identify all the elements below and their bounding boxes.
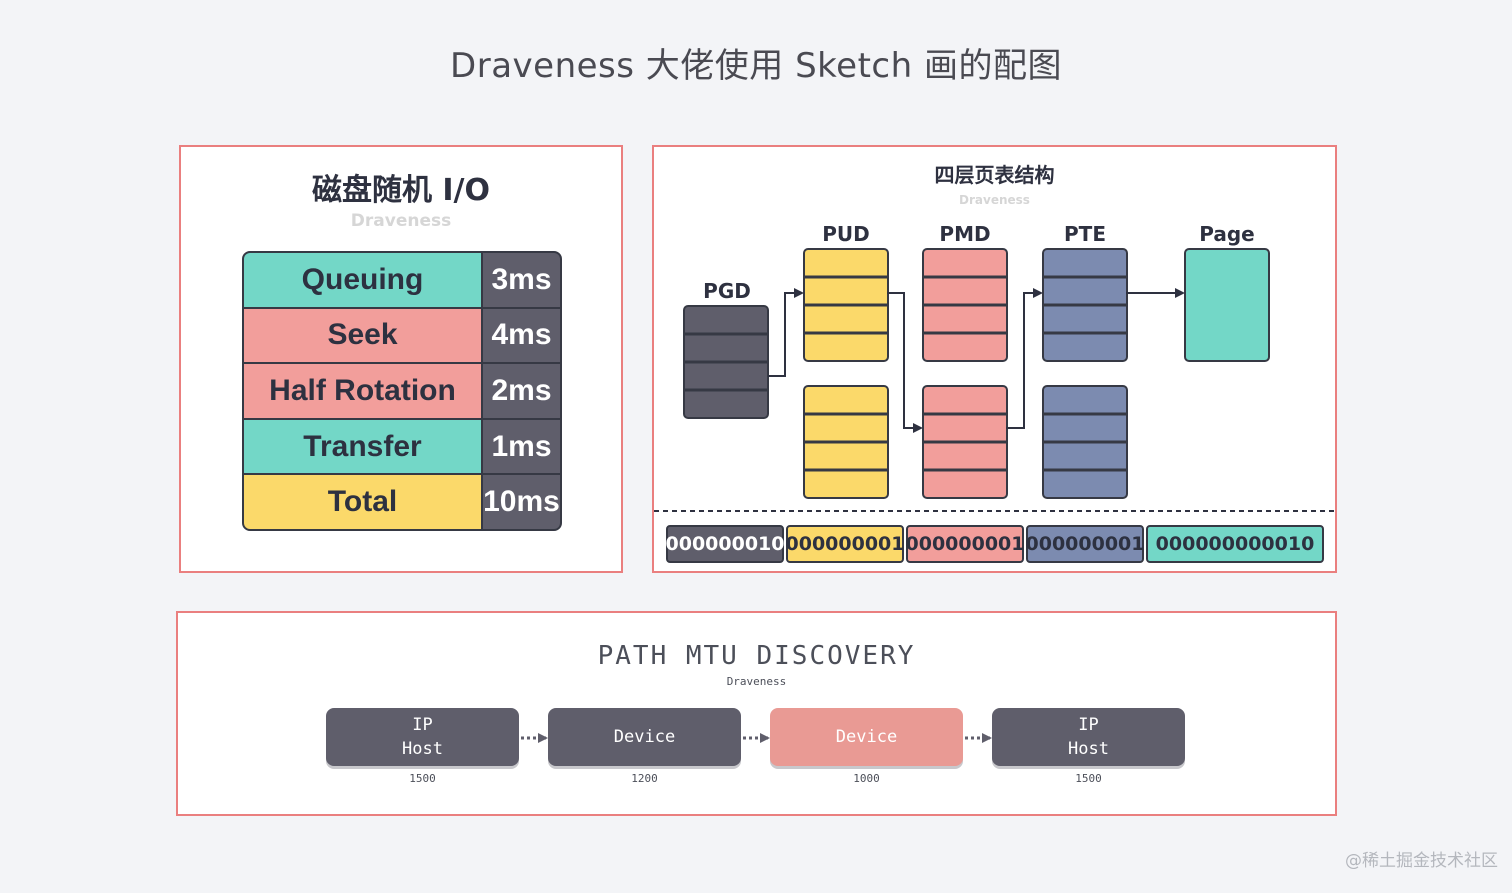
page-offset-bits: 000000000010 <box>1146 525 1324 563</box>
pgd-index-bits: 000000010 <box>666 525 785 563</box>
disk-io-subtitle: Draveness <box>350 211 452 231</box>
latency-row-total: Total 10ms <box>244 475 560 529</box>
watermark: @稀土掘金技术社区 <box>1345 851 1498 871</box>
pmtu-panel: PATH MTU DISCOVERY Draveness IP Host 150… <box>176 611 1337 816</box>
latency-row-transfer: Transfer 1ms <box>244 419 560 476</box>
ip-host-node: IP Host <box>992 708 1185 766</box>
latency-row-seek: Seek 4ms <box>244 308 560 365</box>
pmtu-arrows <box>521 733 992 743</box>
node-line1: IP <box>1078 715 1099 735</box>
latency-row-half-rotation: Half Rotation 2ms <box>244 364 560 420</box>
latency-label: Queuing <box>244 253 483 307</box>
latency-row-queuing: Queuing 3ms <box>244 253 560 309</box>
latency-value: 4ms <box>483 308 560 363</box>
node-line1: IP <box>412 715 433 735</box>
page-table-title: 四层页表结构 <box>934 163 1055 187</box>
pud-table <box>803 385 889 499</box>
node-mtu-label: 1200 <box>631 772 658 785</box>
pte-table <box>1042 385 1128 499</box>
latency-label: Seek <box>244 308 483 363</box>
page-title: Draveness 大佬使用 Sketch 画的配图 <box>450 46 1062 86</box>
latency-label: Half Rotation <box>244 364 483 418</box>
ip-host-node: IP Host <box>326 708 519 766</box>
pte-label: PTE <box>1064 222 1106 246</box>
pmd-to-pte-arrow <box>1006 288 1043 429</box>
latency-value: 3ms <box>483 253 560 307</box>
device-node: Device <box>548 708 741 766</box>
pmd-label: PMD <box>939 222 991 246</box>
device-node-bottleneck: Device <box>770 708 963 766</box>
page-block <box>1184 248 1270 362</box>
pgd-table <box>683 305 769 419</box>
page-label: Page <box>1199 222 1255 246</box>
latency-value: 2ms <box>483 364 560 418</box>
pgd-label: PGD <box>703 279 751 303</box>
pud-to-pmd-arrow <box>887 292 923 433</box>
pmd-table <box>922 385 1008 499</box>
node-mtu-label: 1500 <box>1075 772 1102 785</box>
latency-table: Queuing 3ms Seek 4ms Half Rotation 2ms T… <box>242 251 562 531</box>
pmd-index-bits: 000000001 <box>906 525 1025 563</box>
node-line2: Host <box>402 739 443 759</box>
latency-label: Total <box>244 475 483 529</box>
pud-label: PUD <box>822 222 870 246</box>
page-table-diagram <box>654 248 1335 512</box>
pmd-table <box>922 248 1008 362</box>
latency-value: 1ms <box>483 419 560 474</box>
node-line2: Device <box>613 727 676 747</box>
node-mtu-label: 1500 <box>409 772 436 785</box>
latency-value: 10ms <box>483 475 560 529</box>
pte-table <box>1042 248 1128 362</box>
disk-io-panel: 磁盘随机 I/O Draveness Queuing 3ms Seek 4ms … <box>179 145 623 573</box>
node-mtu-label: 1000 <box>853 772 880 785</box>
pud-table <box>803 248 889 362</box>
pgd-to-pud-arrow <box>768 288 804 377</box>
pte-index-bits: 000000001 <box>1026 525 1145 563</box>
disk-io-title: 磁盘随机 I/O <box>311 173 491 208</box>
pud-index-bits: 000000001 <box>786 525 905 563</box>
page-table-subtitle: Draveness <box>959 193 1030 207</box>
page-table-panel: 四层页表结构 Draveness PGD PUD PMD PTE Page 00… <box>652 145 1337 573</box>
node-line2: Device <box>835 727 898 747</box>
pmtu-subtitle: Draveness <box>726 675 787 688</box>
virtual-address-bits: 000000010 000000001 000000001 000000001 … <box>666 525 1324 563</box>
latency-label: Transfer <box>244 419 483 474</box>
pmtu-title: PATH MTU DISCOVERY <box>597 641 916 671</box>
node-line2: Host <box>1068 739 1109 759</box>
